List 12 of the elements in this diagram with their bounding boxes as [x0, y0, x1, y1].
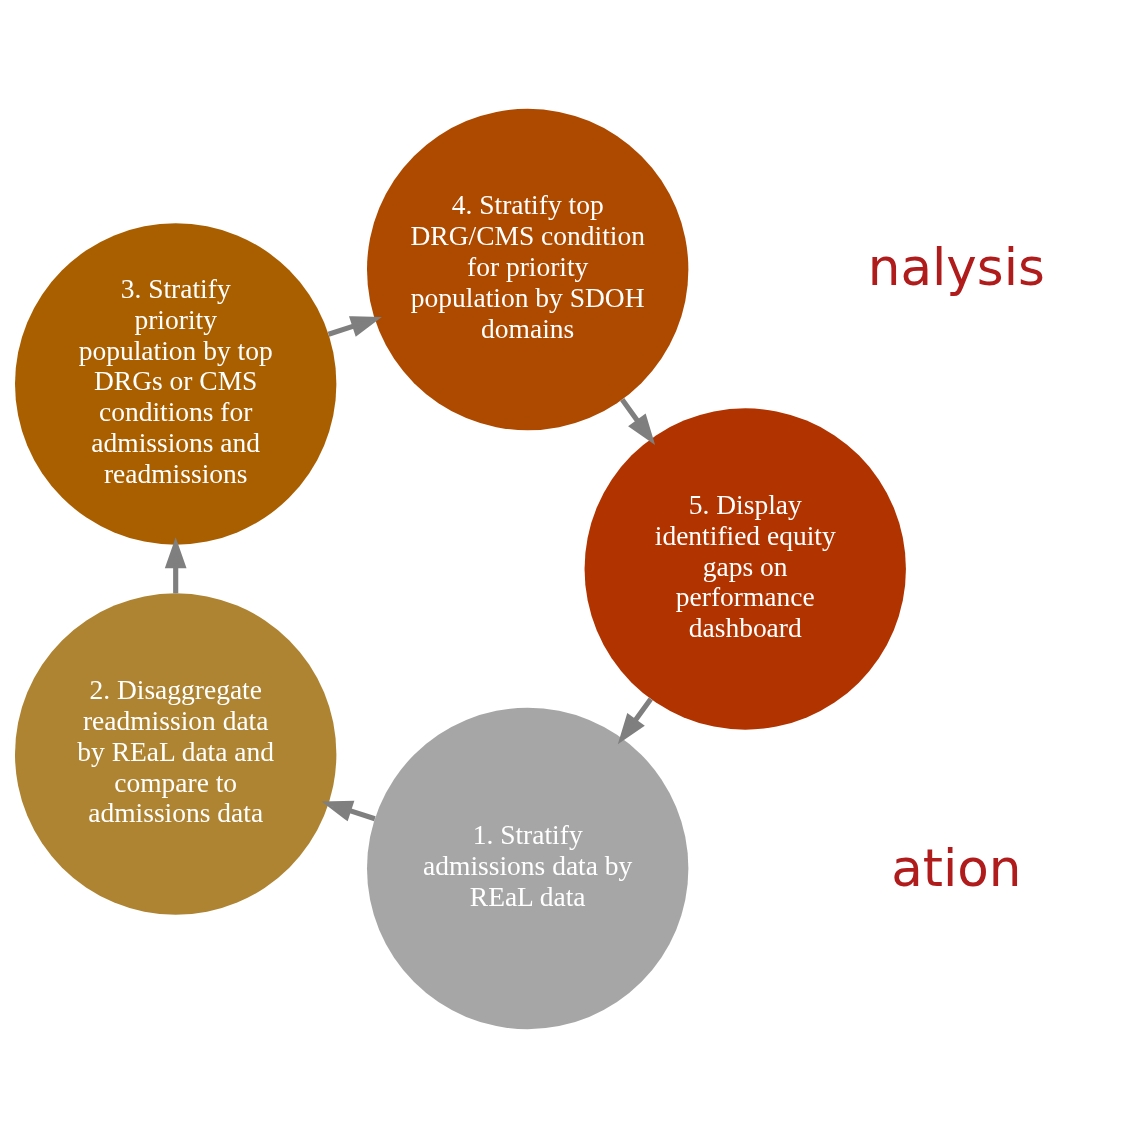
node-circle: 3. Stratify priority population by top DRGs or CMS conditions for admissions and readmissions: [15, 223, 337, 545]
label: ation: [891, 838, 1022, 899]
arrow: [321, 800, 376, 822]
label: nalysis: [867, 236, 1045, 297]
node-circle: 2. Disaggregate readmission data by REaL data and compare to admissions data: [15, 593, 337, 915]
arrow: [327, 316, 382, 337]
arrow: [164, 537, 187, 594]
node-circle: 4. Stratify top DRG/CMS condition for priority population by SDOH domains: [367, 108, 689, 431]
arrow: [620, 398, 656, 445]
arrow: [617, 697, 653, 745]
node-circle: 1. Stratify admissions data by REaL data: [367, 707, 689, 1030]
node-circle: 5. Display identified equity gaps on performance dashboard: [584, 408, 906, 730]
